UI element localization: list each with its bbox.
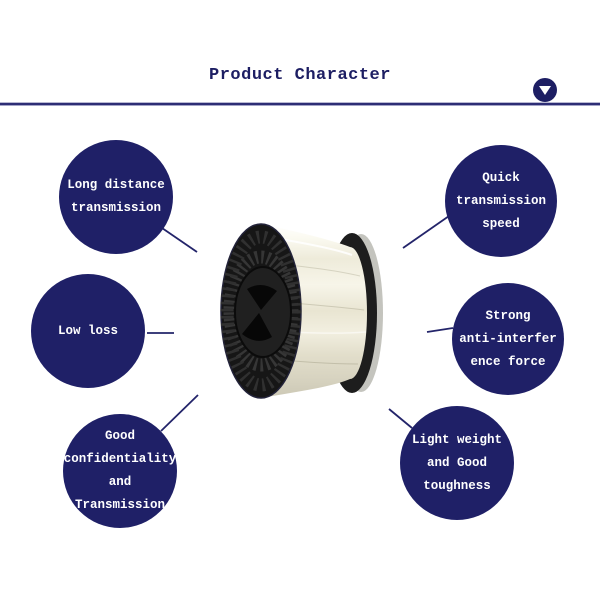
- fiber-optic-spool-photo: [220, 223, 383, 399]
- feature-bubble-anti-interference: Strong anti-interfer ence force: [452, 283, 564, 395]
- header-divider: [0, 102, 600, 106]
- feature-line: Quick: [482, 170, 520, 185]
- feature-bubble-light-weight: Light weight and Good toughness: [400, 406, 514, 520]
- feature-line: and Good: [426, 455, 487, 470]
- feature-line: Long distance: [67, 178, 165, 192]
- feature-bubble-low-loss: Low loss: [31, 274, 145, 388]
- feature-line: confidentiality: [63, 452, 177, 466]
- connector-line-light-weight: [388, 408, 413, 429]
- spool-bowtie-logo: [242, 284, 277, 341]
- feature-bubble-long-distance: Long distance transmission: [59, 140, 173, 254]
- feature-line: Transmission: [74, 498, 165, 512]
- feature-bubble-quick-speed: Quick transmission speed: [445, 145, 557, 257]
- feature-line: transmission: [70, 201, 161, 215]
- feature-line: anti-interfer: [459, 331, 557, 346]
- feature-line: transmission: [455, 193, 546, 208]
- chevron-down-icon: [533, 78, 557, 102]
- spool-hub: [234, 266, 292, 358]
- connector-line-quick-speed: [402, 215, 450, 249]
- connector-line-anti-interference: [426, 327, 454, 333]
- feature-line: and: [108, 475, 132, 489]
- page-title: Product Character: [209, 66, 391, 85]
- feature-line: Strong: [485, 308, 531, 323]
- connector-line-long-distance: [161, 227, 198, 253]
- feature-bubble-confidentiality: Good confidentiality and Transmission: [63, 414, 177, 528]
- feature-line: speed: [482, 216, 520, 231]
- feature-line: Good: [104, 429, 135, 443]
- spool-spokes-outer: [220, 230, 302, 392]
- feature-line: Low loss: [57, 323, 118, 338]
- connector-lines: [147, 215, 454, 432]
- chevron-down-glyph: [539, 86, 551, 95]
- feature-line: toughness: [423, 478, 491, 493]
- feature-line: ence force: [470, 354, 546, 369]
- connector-line-confidentiality: [160, 394, 199, 432]
- feature-line: Light weight: [411, 432, 502, 447]
